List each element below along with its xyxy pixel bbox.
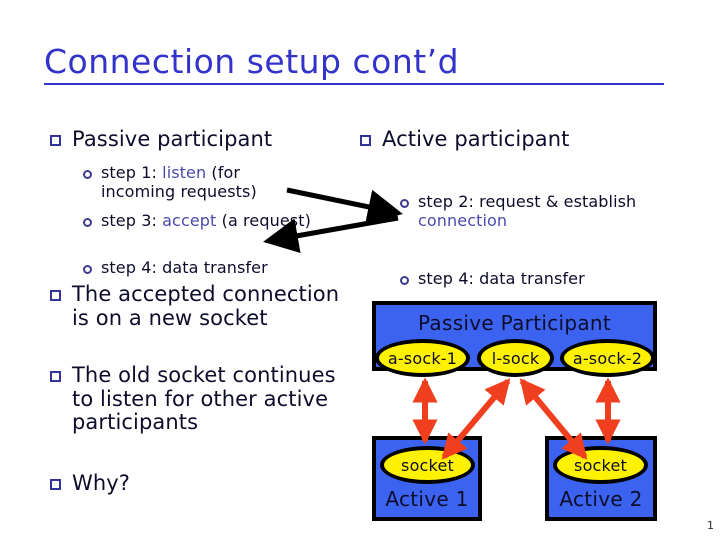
socket-ellipse-active-1-label: socket: [401, 455, 454, 475]
square-bullet-icon: [50, 290, 61, 301]
left-step-1-text: step 1: listen (for incoming requests): [101, 163, 313, 202]
right-step-2-prefix: step 2: request & establish: [418, 192, 637, 211]
socket-ellipse-a-sock-1-label: a-sock-1: [387, 348, 458, 368]
circle-bullet-icon: [400, 276, 409, 285]
socket-ellipse-active-1[interactable]: socket: [380, 446, 475, 484]
left-bullet-2-row: The old socket continues to listen for o…: [50, 363, 350, 435]
left-step-1-keyword: listen: [162, 163, 207, 182]
left-column-heading: Passive participant: [72, 127, 273, 151]
left-step-1-row: step 1: listen (for incoming requests): [83, 163, 313, 202]
active-2-label: Active 2: [559, 487, 643, 511]
left-step-3-suffix: (a request): [216, 211, 311, 230]
right-heading-row: Active participant: [360, 127, 680, 152]
left-step-3-text: step 3: accept (a request): [101, 211, 311, 231]
socket-ellipse-l-sock[interactable]: l-sock: [477, 339, 554, 377]
left-step-3-row: step 3: accept (a request): [83, 211, 313, 231]
socket-ellipse-active-2-label: socket: [574, 455, 627, 475]
active-1-label: Active 1: [385, 487, 469, 511]
socket-ellipse-l-sock-label: l-sock: [491, 348, 540, 368]
page-number: 1: [707, 519, 714, 532]
left-heading-row: Passive participant: [50, 127, 350, 152]
left-bullet-3-row: Why?: [50, 471, 350, 496]
circle-bullet-icon: [400, 199, 409, 208]
socket-ellipse-a-sock-2-label: a-sock-2: [572, 348, 643, 368]
left-bullet-3-text: Why?: [72, 471, 131, 495]
page-title: Connection setup cont’d: [44, 43, 664, 85]
left-step-3-prefix: step 3:: [101, 211, 163, 230]
left-step-1-prefix: step 1:: [101, 163, 163, 182]
circle-bullet-icon: [83, 265, 92, 274]
left-step-1-suffix: (for incoming requests): [101, 163, 257, 201]
right-column-heading: Active participant: [382, 127, 570, 151]
left-step-4-row: step 4: data transfer: [83, 258, 343, 278]
socket-ellipse-active-2[interactable]: socket: [553, 446, 648, 484]
right-step-2-text: step 2: request & establish connection: [418, 192, 650, 231]
right-step-4-text: step 4: data transfer: [418, 269, 585, 288]
square-bullet-icon: [50, 479, 61, 490]
square-bullet-icon: [50, 371, 61, 382]
circle-bullet-icon: [83, 170, 92, 179]
left-bullet-1-text: The accepted connection is on a new sock…: [72, 282, 340, 330]
square-bullet-icon: [360, 135, 371, 146]
right-step-2-keyword: connection: [418, 210, 508, 230]
left-bullet-2-text: The old socket continues to listen for o…: [72, 363, 336, 435]
socket-ellipse-a-sock-1[interactable]: a-sock-1: [375, 339, 470, 377]
left-step-4-text: step 4: data transfer: [101, 258, 268, 277]
passive-participant-label: Passive Participant: [417, 311, 612, 335]
socket-ellipse-a-sock-2[interactable]: a-sock-2: [560, 339, 655, 377]
circle-bullet-icon: [83, 218, 92, 227]
left-step-3-keyword: accept: [162, 211, 217, 230]
square-bullet-icon: [50, 135, 61, 146]
right-step-4-row: step 4: data transfer: [400, 269, 660, 289]
left-bullet-1-row: The accepted connection is on a new sock…: [50, 282, 350, 330]
right-step-2-row: step 2: request & establish connection: [400, 192, 650, 231]
